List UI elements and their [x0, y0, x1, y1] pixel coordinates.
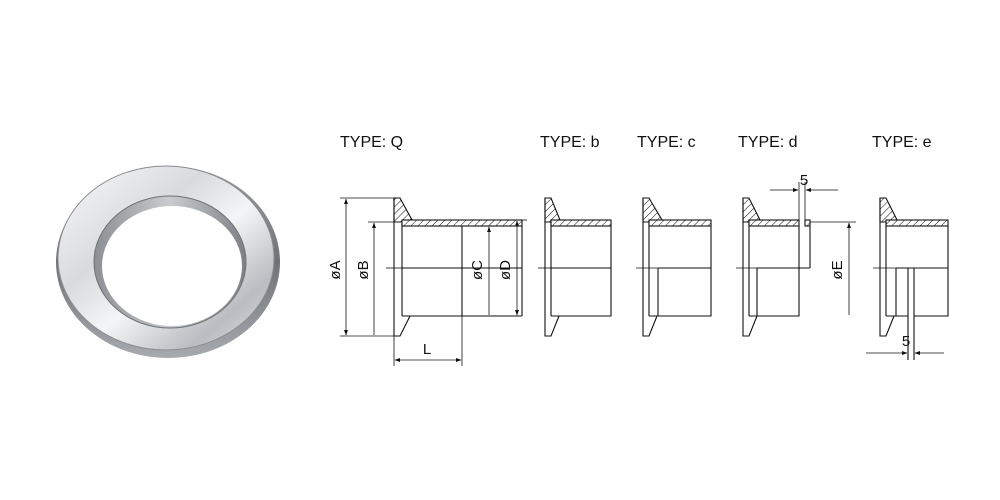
ring-illustration [56, 165, 280, 358]
dimension-e-label: øE [829, 260, 846, 279]
dimension-a-label: øA [327, 260, 344, 279]
type-c-label: TYPE: c [637, 134, 696, 151]
type-d-label: TYPE: d [738, 134, 798, 151]
type-q-drawing [340, 197, 527, 366]
type-b-drawing [538, 197, 612, 337]
dimension-d-label: øD [497, 260, 514, 280]
dimension-b-label: øB [355, 260, 372, 279]
type-b-label: TYPE: b [540, 134, 600, 151]
type-e-label: TYPE: e [872, 134, 932, 151]
dimension-c-label: øC [469, 260, 486, 280]
type-d-drawing [736, 182, 856, 337]
dimension-l-label: L [423, 341, 431, 358]
type-e-drawing [866, 197, 949, 360]
type-c-drawing [636, 197, 712, 337]
type-q-label: TYPE: Q [340, 134, 403, 151]
slot-d-label: 5 [800, 172, 808, 189]
slot-e-label: 5 [902, 333, 910, 350]
